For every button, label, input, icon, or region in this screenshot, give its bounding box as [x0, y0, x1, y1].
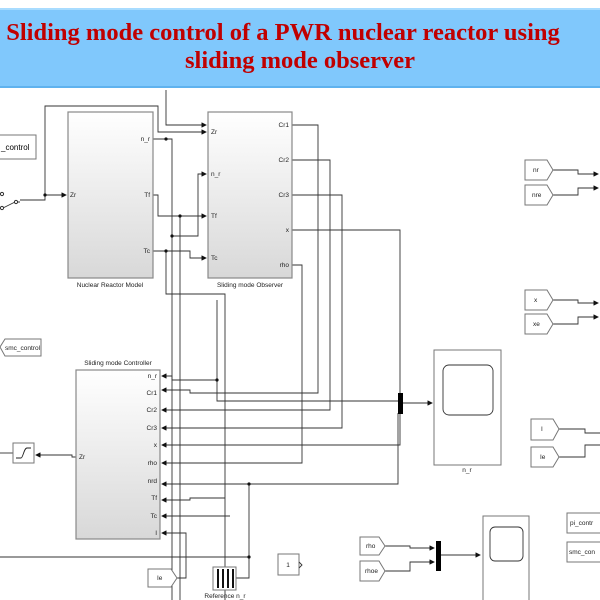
rhoe-from-tag[interactable]: rhoe — [359, 560, 386, 582]
xe-from-tag[interactable]: xe — [524, 313, 554, 335]
scope-2[interactable] — [482, 515, 530, 600]
manual-switch[interactable] — [0, 191, 20, 211]
scope-screen-icon — [489, 526, 524, 562]
pi-control-goto-tag[interactable]: _control — [0, 134, 37, 160]
port-cr1: Cr1 — [279, 122, 290, 129]
tag-label: Ie — [540, 454, 546, 461]
scope-screen-icon — [442, 364, 494, 416]
tag-label: xe — [533, 321, 540, 328]
tag-label: smc_control — [5, 345, 41, 352]
port-tf: Tf — [151, 495, 157, 502]
tag-label: rhoe — [365, 568, 378, 575]
port-i: I — [155, 530, 157, 537]
tag-label: _control — [0, 143, 30, 152]
constant-value: 1 — [286, 562, 290, 569]
saturation-icon — [16, 447, 31, 459]
port-tc: Tc — [211, 255, 218, 262]
i-from-tag[interactable]: I — [530, 418, 560, 441]
mux-block-2[interactable] — [436, 541, 441, 571]
title-line-2: sliding mode observer — [184, 47, 416, 74]
block-label: Sliding mode Controller — [84, 360, 152, 367]
block-label: Sliding mode Observer — [217, 282, 284, 289]
port-zr: Zr — [79, 454, 86, 461]
nuclear-reactor-model-block[interactable]: Zr n_r Tf Tc Nuclear Reactor Model — [67, 111, 154, 289]
port-n_r: n_r — [141, 136, 151, 143]
block-label: n_r — [462, 467, 472, 474]
port-rho: rho — [148, 460, 158, 467]
pi-control-block[interactable]: pi_contr — [566, 512, 600, 534]
port-tf: Tf — [211, 213, 217, 220]
nre-from-tag[interactable]: nre — [524, 184, 554, 206]
port-cr1: Cr1 — [147, 390, 158, 397]
title-line-1: Sliding mode control of a PWR nuclear re… — [6, 19, 560, 46]
port-cr3: Cr3 — [147, 425, 158, 432]
tag-label: Ie — [157, 575, 163, 582]
sliding-mode-observer-block[interactable]: Zr n_r Tf Tc Cr1 Cr2 Cr3 x rho Sliding m… — [207, 111, 293, 289]
ie-from-tag[interactable]: Ie — [147, 568, 178, 588]
port-cr2: Cr2 — [147, 407, 158, 414]
tag-label: rho — [366, 543, 376, 550]
port-n_r: n_r — [148, 373, 158, 380]
port-x: x — [154, 442, 158, 449]
ie-from-tag-right[interactable]: Ie — [530, 446, 560, 468]
reference-n_r-block[interactable]: Reference n_r — [204, 566, 246, 600]
signal-builder-icon — [217, 569, 234, 588]
constant-block[interactable]: 1 — [277, 553, 303, 576]
title-banner: Sliding mode control of a PWR nuclear re… — [0, 8, 600, 88]
block-label: smc_con — [569, 549, 595, 556]
port-x: x — [286, 227, 290, 234]
port-zr: Zr — [70, 192, 77, 199]
block-label: Reference n_r — [204, 593, 246, 600]
port-tc: Tc — [151, 513, 158, 520]
mux-block[interactable] — [398, 393, 403, 414]
port-nrd: nrd — [148, 478, 158, 485]
port-tc: Tc — [144, 248, 151, 255]
port-n_r: n_r — [211, 171, 221, 178]
tag-label: I — [541, 426, 543, 433]
nr-from-tag[interactable]: nr — [524, 159, 554, 181]
junction-dots — [43, 137, 251, 559]
rho-from-tag[interactable]: rho — [359, 536, 386, 556]
block-label: pi_contr — [570, 520, 594, 527]
port-rho: rho — [280, 262, 290, 269]
signal-lines — [0, 90, 600, 600]
scope-n_r[interactable]: n_r — [433, 349, 502, 474]
tag-label: x — [534, 297, 538, 304]
smc-control-block[interactable]: smc_con — [566, 541, 600, 563]
tag-label: nr — [533, 167, 540, 174]
from-tags-right: nr nre x xe I Ie rho rhoe — [359, 159, 560, 582]
x-from-tag[interactable]: x — [524, 289, 554, 311]
port-tf: Tf — [144, 192, 150, 199]
smc-control-from-tag[interactable]: smc_control — [0, 338, 42, 357]
block-label: Nuclear Reactor Model — [77, 282, 144, 289]
sliding-mode-controller-block[interactable]: Sliding mode Controller Zr n_r Cr1 Cr2 C… — [75, 360, 161, 540]
port-zr: Zr — [211, 129, 218, 136]
port-cr2: Cr2 — [279, 157, 290, 164]
port-cr3: Cr3 — [279, 192, 290, 199]
saturation-block[interactable] — [12, 442, 35, 464]
tag-label: nre — [532, 192, 542, 199]
